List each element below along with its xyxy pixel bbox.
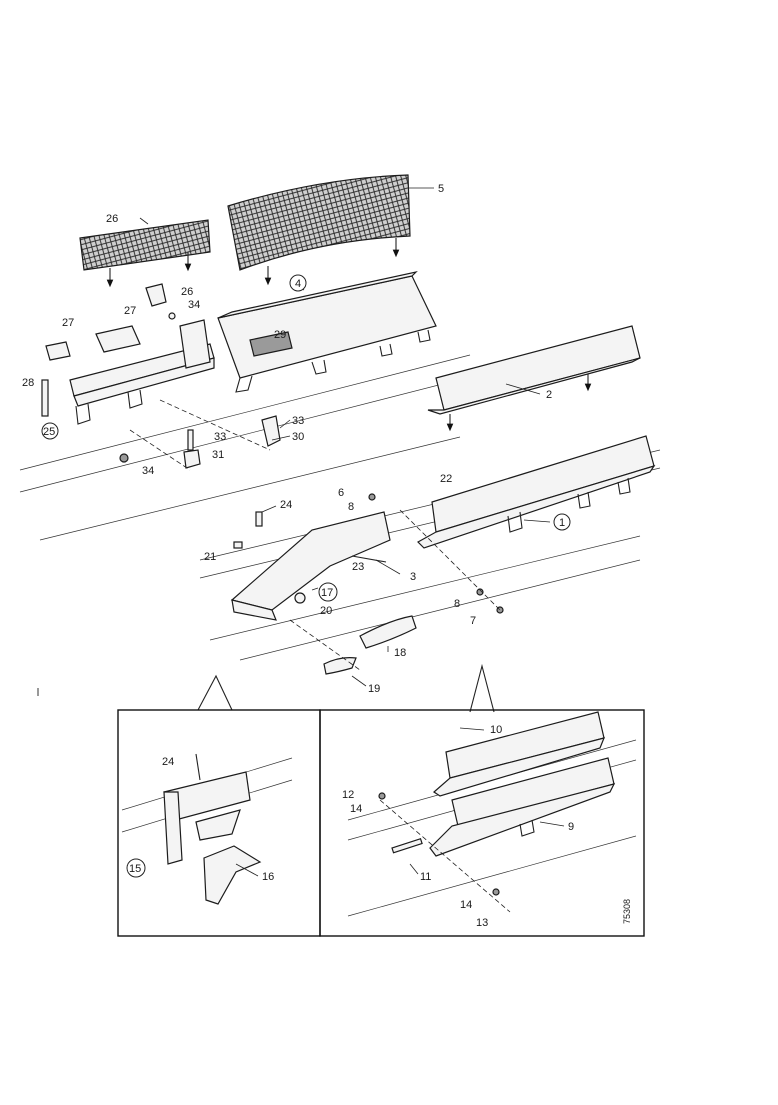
part-26-filter	[79, 219, 211, 288]
detail-pointers	[197, 663, 495, 713]
callout-6: 6	[338, 487, 344, 499]
callout-30: 30	[292, 431, 304, 443]
callout-8: 8	[348, 501, 354, 513]
callout-3: 3	[410, 571, 416, 583]
callout-34: 34	[188, 299, 200, 311]
callout-14: 14	[460, 899, 472, 911]
callout-21: 21	[204, 551, 216, 563]
callout-26: 26	[106, 213, 118, 225]
callout-13: 13	[476, 917, 488, 929]
svg-text:15: 15	[129, 863, 141, 875]
callout-16: 16	[262, 871, 274, 883]
callout-27: 27	[62, 317, 74, 329]
callout-18: 18	[394, 647, 406, 659]
callout-8: 8	[454, 598, 460, 610]
svg-text:17: 17	[321, 587, 333, 599]
callout-27: 27	[124, 305, 136, 317]
callout-10: 10	[490, 724, 502, 736]
callout-19: 19	[368, 683, 380, 695]
callout-9: 9	[568, 821, 574, 833]
callout-labels: 5 26 26 4 34 27 27 28 29 25 2 33 30 33 3…	[22, 183, 574, 929]
callout-24: 24	[280, 499, 292, 511]
callout-28: 28	[22, 377, 34, 389]
callout-11: 11	[420, 871, 431, 883]
inset-left	[117, 709, 321, 937]
callout-33: 33	[214, 431, 226, 443]
leader-lines	[139, 187, 565, 877]
callout-25: 25	[41, 422, 59, 440]
callout-26: 26	[181, 286, 193, 298]
left-bracket-assembly	[41, 283, 215, 425]
construction-lines	[19, 354, 661, 661]
svg-text:4: 4	[295, 278, 301, 290]
callout-12: 12	[342, 789, 354, 801]
callout-23: 23	[352, 561, 364, 573]
parts-18-19	[289, 615, 417, 675]
callout-17: 17	[318, 582, 338, 602]
callout-29: 29	[274, 329, 286, 341]
inset-right	[319, 709, 645, 937]
drawing-reference-number: 75308	[622, 899, 632, 924]
callout-1: 1	[553, 513, 571, 531]
svg-text:25: 25	[43, 426, 55, 438]
callout-5: 5	[438, 183, 444, 195]
callout-15: 15	[126, 858, 146, 878]
callout-24: 24	[162, 756, 174, 768]
svg-text:1: 1	[559, 517, 565, 529]
part-4-housing	[217, 270, 437, 393]
callout-31: 31	[212, 449, 224, 461]
callout-2: 2	[546, 389, 552, 401]
callout-34: 34	[142, 465, 154, 477]
callout-20: 20	[320, 605, 332, 617]
callout-7: 7	[470, 615, 476, 627]
callout-4: 4	[289, 274, 307, 292]
clip-parts	[119, 399, 281, 471]
part-17-duct	[230, 493, 504, 621]
part-5-filter	[227, 174, 411, 286]
callout-22: 22	[440, 473, 452, 485]
part-2-cover	[427, 325, 641, 432]
callout-14: 14	[350, 803, 362, 815]
callout-33: 33	[292, 415, 304, 427]
part-1-rail	[417, 435, 656, 549]
